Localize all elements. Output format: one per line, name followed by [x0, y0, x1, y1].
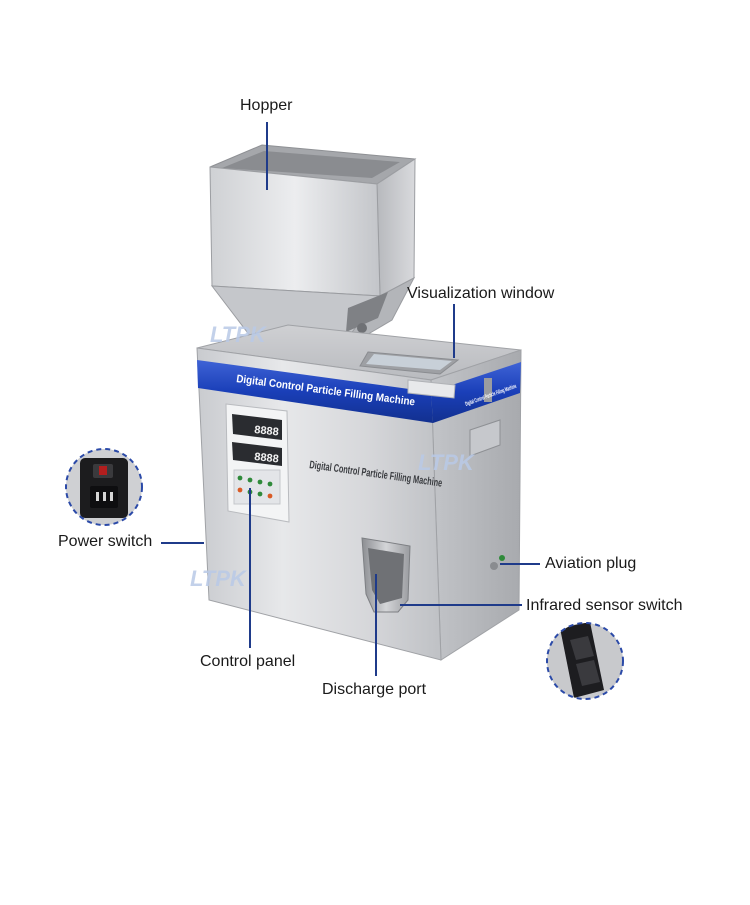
label-infrared-sensor-switch: Infrared sensor switch	[526, 597, 683, 614]
panel-display-2: 8888	[254, 451, 280, 465]
watermark-1: LTPK	[210, 322, 268, 347]
infrared-sensor-inset	[546, 622, 624, 700]
label-control-panel: Control panel	[200, 653, 296, 670]
label-power-switch: Power switch	[58, 533, 153, 550]
leader-lines	[161, 122, 540, 676]
label-aviation-plug: Aviation plug	[545, 555, 637, 572]
power-switch-inset	[65, 448, 143, 526]
side-band-text: Digital Control Particle Filling Machine	[465, 384, 518, 408]
watermark-2: LTPK	[418, 450, 476, 475]
label-discharge-port: Discharge port	[322, 681, 427, 698]
label-hopper: Hopper	[240, 97, 293, 114]
panel-display-1: 8888	[254, 424, 280, 438]
label-visualization-window: Visualization window	[407, 285, 555, 302]
control-panel	[225, 403, 290, 523]
band-text: Digital Control Particle Filling Machine	[236, 373, 416, 408]
watermark-3: LTPK	[190, 566, 248, 591]
